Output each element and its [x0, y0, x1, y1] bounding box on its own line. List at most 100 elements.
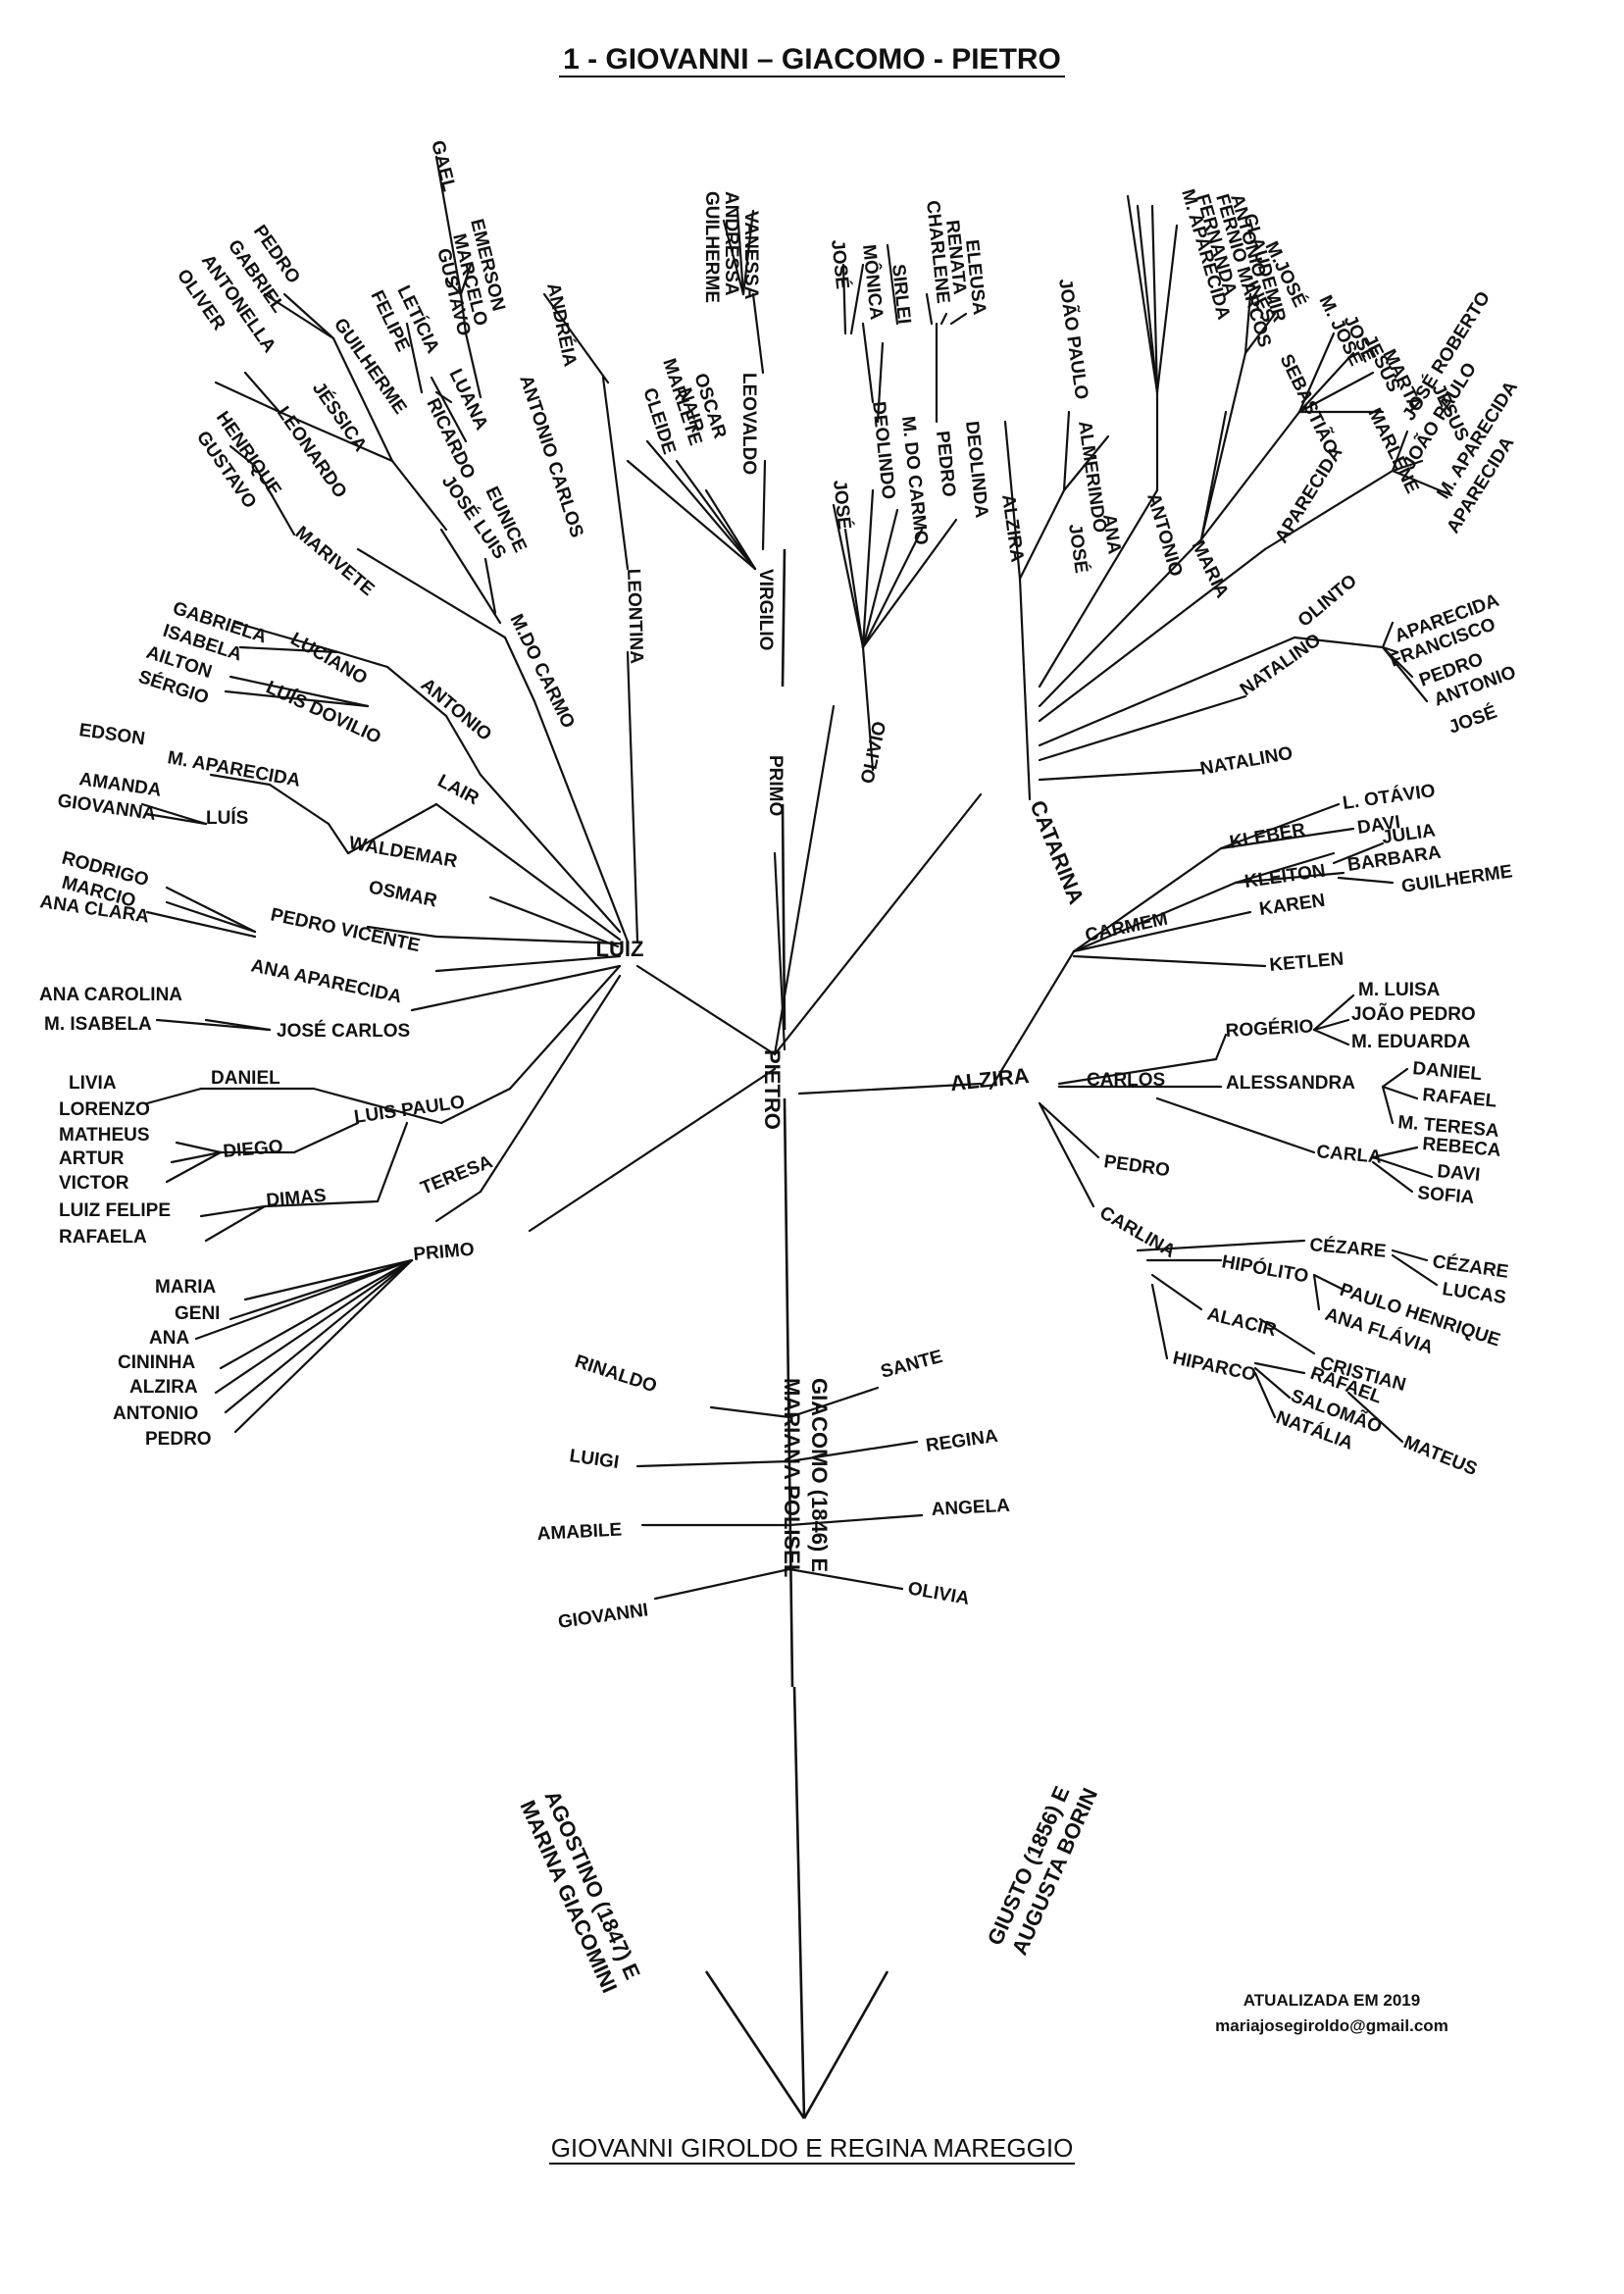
- branch-line: [439, 1087, 512, 1125]
- branch-line: [1391, 430, 1409, 473]
- branch-line: [199, 1204, 267, 1218]
- person-label-victor: VICTOR: [59, 1173, 129, 1194]
- branch-line: [224, 689, 370, 708]
- person-label-leontina: LEONTINA: [623, 568, 646, 664]
- branch-line: [709, 1405, 791, 1419]
- person-lucas: LUCAS: [1441, 1279, 1507, 1308]
- person-luizFelipe: LUIZ FELIPE: [59, 1200, 171, 1221]
- person-label-mdocarmo2: M.DO CARMO: [506, 611, 579, 732]
- branch-line: [243, 371, 281, 414]
- person-label-andreia: ANDRÉIA: [542, 280, 582, 369]
- person-diego: DIEGO: [223, 1137, 284, 1162]
- branch-line: [802, 1970, 889, 2119]
- person-label-alzira2: ALZIRA: [129, 1377, 198, 1398]
- person-natalino1: NATALINO: [1237, 630, 1325, 700]
- person-pedroVicente: PEDRO VICENTE: [269, 904, 422, 956]
- branch-line: [214, 1258, 414, 1395]
- branch-line: [841, 263, 847, 335]
- person-label-mdocarmo1: M. DO CARMO: [897, 415, 932, 545]
- branch-line: [797, 1082, 983, 1096]
- branch-line: [528, 1067, 777, 1233]
- person-label-hiparco: HIPARCO: [1171, 1348, 1258, 1385]
- branch-line: [145, 812, 208, 826]
- person-waldemar: WALDEMAR: [347, 833, 459, 872]
- person-label-pedro1: PEDRO: [932, 430, 959, 497]
- person-amabile: AMABILE: [536, 1519, 623, 1545]
- person-label-rafaela: RAFAELA: [59, 1227, 147, 1248]
- person-label-carlina: CARLINA: [1096, 1202, 1180, 1262]
- branch-line: [224, 1258, 414, 1414]
- branch-line: [1219, 827, 1355, 850]
- branch-line: [479, 974, 622, 1194]
- branch-line: [781, 548, 787, 688]
- person-label-luis1: LUÍS: [206, 807, 248, 829]
- person-label-sante: SANTE: [879, 1347, 945, 1383]
- branch-line: [1381, 645, 1399, 654]
- person-catarina: CATARINA: [1025, 797, 1089, 908]
- branch-line: [503, 636, 536, 703]
- person-label-virgilio: VIRGILIO: [755, 569, 776, 650]
- person-antonioCarlos: ANTONIO CARLOS: [515, 373, 586, 540]
- person-luisPaulo: LUIS PAULO: [353, 1092, 466, 1128]
- person-label-monica: MÔNICA: [858, 243, 888, 321]
- person-sirlei: SIRLEI: [888, 263, 914, 325]
- branch-line: [1155, 224, 1179, 394]
- person-eleusa: ELEUSA: [961, 238, 990, 316]
- person-leovaldo: LEOVALDO: [738, 373, 759, 475]
- person-label-anaAparecida: ANA APARECIDA: [249, 955, 404, 1007]
- person-olinto: OLINTO: [1294, 571, 1361, 632]
- branch-line: [1038, 537, 1203, 708]
- branch-line: [1253, 1361, 1306, 1375]
- person-geni: GENI: [175, 1303, 220, 1324]
- page-title: 1 - GIOVANNI – GIACOMO - PIETRO: [0, 43, 1624, 77]
- person-primoLeft: PRIMO: [413, 1240, 476, 1265]
- person-joaoPaulo1: JOÃO PAULO: [1054, 278, 1092, 401]
- branch-line: [170, 1150, 223, 1164]
- branch-line: [1391, 459, 1424, 473]
- person-label-pedroVicente: PEDRO VICENTE: [269, 904, 422, 956]
- person-label-antonio3: ANTONIO: [1142, 491, 1186, 580]
- branch-line: [1126, 194, 1159, 394]
- branch-line: [773, 704, 836, 1056]
- branch-line: [434, 935, 622, 945]
- person-label-anaCarolina: ANA CAROLINA: [39, 985, 182, 1005]
- person-aparecida1: APARECIDA: [1271, 443, 1346, 547]
- branch-line: [292, 1121, 360, 1154]
- person-label-joaoPedro: JOÃO PEDRO: [1351, 1003, 1476, 1025]
- branch-line: [1371, 1160, 1414, 1194]
- person-jose3: JOSÉ: [1064, 523, 1092, 575]
- person-label-giovanniSon: GIOVANNI: [557, 1600, 650, 1633]
- branch-line: [1150, 1283, 1169, 1360]
- branch-line: [233, 1258, 414, 1434]
- branch-line: [1243, 292, 1252, 355]
- branch-line: [434, 390, 453, 404]
- branch-line: [1391, 469, 1453, 497]
- person-hiparco: HIPARCO: [1171, 1348, 1258, 1385]
- person-livia: LIVIA: [69, 1073, 117, 1094]
- branch-line: [434, 954, 622, 973]
- person-jose5: JOSÉ: [1446, 701, 1499, 739]
- person-label-alessandra: ALESSANDRA: [1226, 1073, 1355, 1094]
- updated-note: ATUALIZADA EM 2019: [1243, 1991, 1421, 2010]
- branch-line: [783, 1097, 794, 1688]
- branch-line: [1072, 954, 1267, 968]
- root-couple-text: GIOVANNI GIROLDO E REGINA MAREGGIO: [548, 2133, 1076, 2165]
- branch-line: [243, 1258, 414, 1301]
- branch-line: [464, 331, 482, 399]
- branch-line: [1199, 410, 1228, 541]
- person-label-meduarda: M. EDUARDA: [1351, 1032, 1471, 1052]
- person-label-maria1: MARIA: [155, 1277, 217, 1298]
- person-sante: SANTE: [879, 1347, 945, 1383]
- contact-email: mariajosegiroldo@gmail.com: [1215, 2016, 1448, 2035]
- person-maria1: MARIA: [155, 1277, 217, 1298]
- person-teresa: TERESA: [418, 1151, 496, 1198]
- branch-line: [327, 822, 350, 855]
- person-label-pedro5: PEDRO: [1102, 1151, 1171, 1181]
- person-mluisa: M. LUISA: [1358, 980, 1441, 1000]
- person-label-rinaldo: RINALDO: [572, 1351, 659, 1398]
- person-label-luizFelipe: LUIZ FELIPE: [59, 1200, 171, 1221]
- branch-line: [1332, 841, 1385, 865]
- person-natalino2: NATALINO: [1198, 743, 1294, 780]
- branch-line: [861, 508, 899, 649]
- branch-line: [773, 792, 983, 1056]
